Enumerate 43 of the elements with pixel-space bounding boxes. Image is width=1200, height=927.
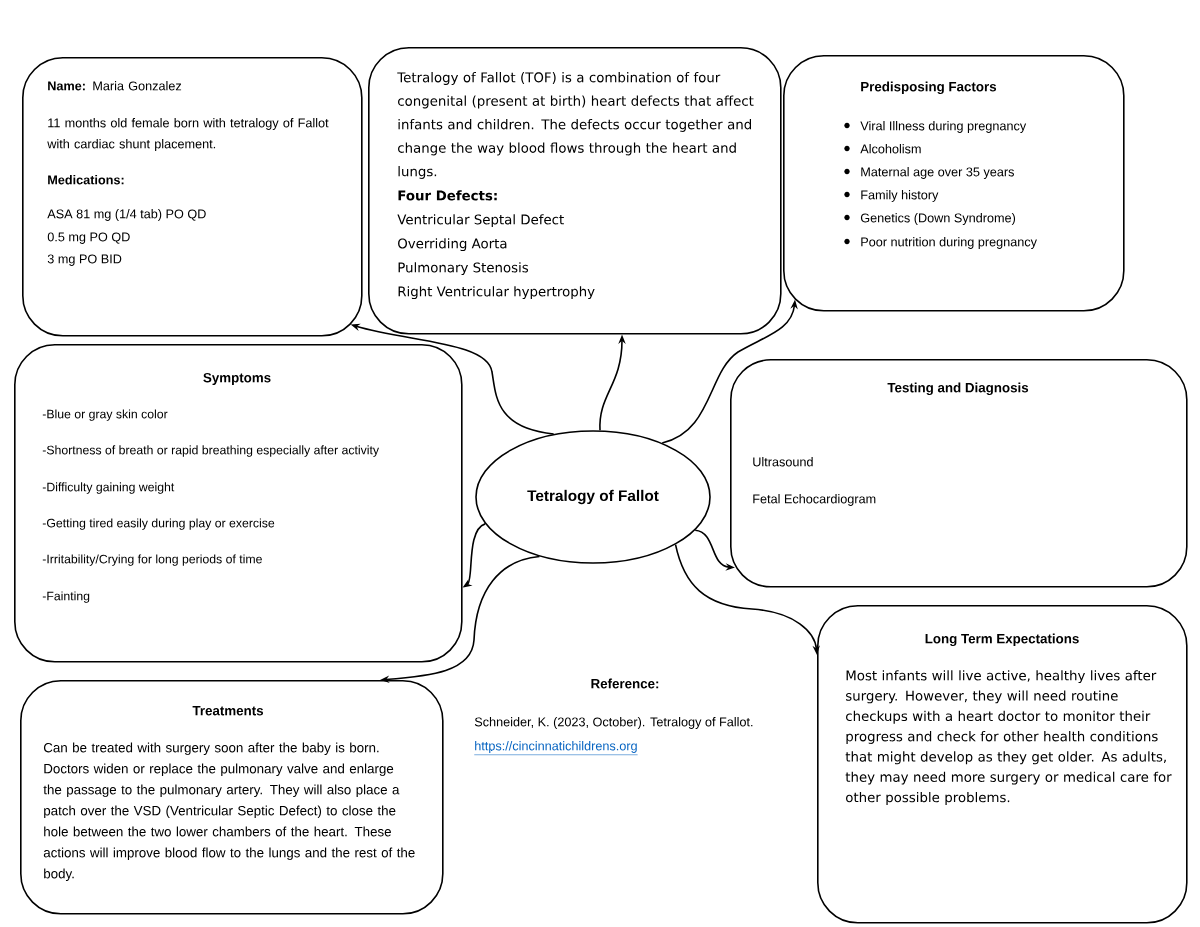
list-item: Viral Illness during pregnancy bbox=[860, 121, 1027, 133]
info-box bbox=[14, 344, 463, 663]
list-item: -Blue or gray skin color bbox=[42, 409, 168, 421]
list-item: Maternal age over 35 years bbox=[861, 167, 1014, 179]
section-heading: Four Defects: bbox=[398, 190, 497, 201]
list-item: Poor nutrition during pregnancy bbox=[861, 237, 1037, 249]
section-heading: Medications: bbox=[48, 175, 124, 185]
info-box bbox=[730, 359, 1188, 588]
info-box bbox=[22, 57, 363, 337]
link: https://cincinnatichildrens.org bbox=[474, 741, 638, 756]
list-item: Genetics (Down Syndrome) bbox=[860, 213, 1016, 225]
list-item: -Irritability/Crying for long periods of time bbox=[42, 554, 262, 566]
list-item: -Difficulty gaining weight bbox=[42, 482, 175, 494]
list-item: Fetal Echocardiogram bbox=[753, 494, 876, 506]
list-item: -Fainting bbox=[42, 591, 90, 603]
list-item: Right Ventricular hypertrophy bbox=[398, 286, 595, 300]
paragraph: Tetralogy of Fallot (TOF) is a combination of four congenital (present at birth) heart defects that affect infants and children. The defects occur together and change the way blood flows through the heart and lungs. bbox=[397, 72, 754, 179]
box-heading: Treatments bbox=[192, 706, 264, 716]
reference-heading: Reference: bbox=[591, 678, 659, 689]
list-item: Family history bbox=[861, 190, 939, 202]
list-item: Ultrasound bbox=[753, 457, 813, 467]
box-heading: Long Term Expectations bbox=[925, 633, 1079, 647]
list-item: 0.5 mg PO QD bbox=[47, 232, 130, 244]
info-box bbox=[817, 605, 1188, 924]
list-item: 3 mg PO BID bbox=[47, 254, 122, 266]
paragraph: Most infants will live active, healthy lives after surgery. However, they will need routine checkups with a heart doctor to monitor their progress and check for other health conditions that might develop as they get older. As adults, they may need more surgery or medical care for other possible problems. bbox=[845, 670, 1172, 805]
citation: Schneider, K. (2023, October). Tetralogy of Fallot. bbox=[474, 717, 753, 729]
list-item: -Shortness of breath or rapid breathing especially after activity bbox=[42, 445, 379, 457]
box-heading: Testing and Diagnosis bbox=[887, 382, 1029, 396]
list-item: Ventricular Septal Defect bbox=[397, 214, 564, 228]
patient-name: Name: Maria Gonzalez bbox=[48, 81, 182, 91]
list-item: -Getting tired easily during play or exercise bbox=[42, 518, 275, 530]
info-box bbox=[783, 55, 1125, 312]
box-heading: Symptoms bbox=[203, 372, 271, 385]
list-item: Alcoholism bbox=[860, 144, 921, 154]
info-box bbox=[368, 47, 782, 335]
paragraph: 11 months old female born with tetralogy of Fallot with cardiac shunt placement. bbox=[47, 118, 329, 151]
paragraph: Can be treated with surgery soon after the baby is born. Doctors widen or replace the pulmonary valve and enlarge the passage to the pulmonary artery. They will also place a patch over the VSD (Ventricular Septic Defect) to close the hole between the two lower chambers of the heart. These actions will improve blood flow to the lungs and the rest of the body. bbox=[43, 742, 415, 881]
box-heading: Predisposing Factors bbox=[861, 81, 997, 95]
info-box bbox=[20, 680, 444, 915]
list-item: Overriding Aorta bbox=[398, 238, 507, 252]
list-item: ASA 81 mg (1/4 tab) PO QD bbox=[47, 209, 206, 221]
list-item: Pulmonary Stenosis bbox=[398, 262, 529, 276]
